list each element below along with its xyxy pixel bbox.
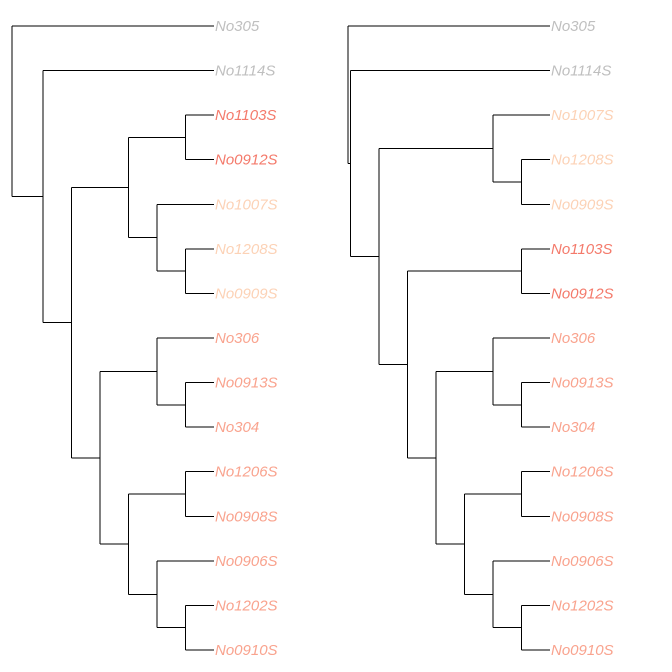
leaf-label-no306: No306 (551, 330, 596, 347)
leaf-label-no1208s: No1208S (215, 241, 278, 258)
leaf-label-no1103s: No1103S (215, 107, 276, 124)
leaf-label-no1208s: No1208S (551, 152, 614, 169)
leaf-label-no0908s: No0908S (215, 508, 278, 525)
leaf-label-no0913s: No0913S (215, 375, 278, 392)
leaf-label-no304: No304 (215, 419, 259, 436)
leaf-label-no0909s: No0909S (551, 196, 614, 213)
leaf-label-no0906s: No0906S (215, 553, 278, 570)
leaf-label-no0913s: No0913S (551, 375, 614, 392)
leaf-label-no0912s: No0912S (551, 285, 614, 302)
leaf-label-no0908s: No0908S (551, 508, 614, 525)
leaf-label-no305: No305 (551, 18, 596, 35)
leaf-label-no0912s: No0912S (215, 152, 278, 169)
leaf-label-no306: No306 (215, 330, 260, 347)
leaf-label-no1007s: No1007S (215, 196, 278, 213)
leaf-label-no1103s: No1103S (551, 241, 612, 258)
leaf-label-no304: No304 (551, 419, 595, 436)
leaf-label-no1007s: No1007S (551, 107, 614, 124)
leaf-label-no305: No305 (215, 18, 260, 35)
leaf-label-no0910s: No0910S (551, 642, 614, 659)
leaf-label-no0910s: No0910S (215, 642, 278, 659)
leaf-label-no0906s: No0906S (551, 553, 614, 570)
leaf-label-no1202s: No1202S (551, 597, 614, 614)
leaf-label-no1206s: No1206S (215, 464, 278, 481)
leaf-label-no0909s: No0909S (215, 285, 278, 302)
leaf-label-no1114s: No1114S (551, 63, 611, 80)
leaf-label-no1114s: No1114S (215, 63, 275, 80)
leaf-label-no1206s: No1206S (551, 464, 614, 481)
leaf-label-no1202s: No1202S (215, 597, 278, 614)
